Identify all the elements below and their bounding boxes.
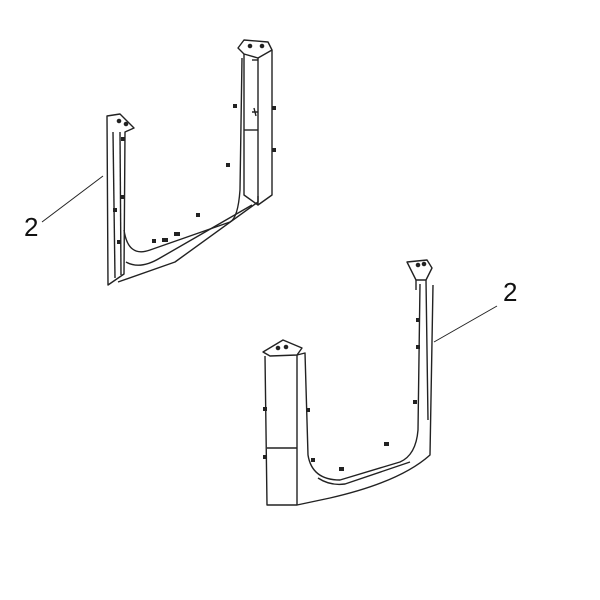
callout-upper-bracket: 2 [24, 212, 39, 242]
leader-line-lower [433, 305, 498, 343]
leader-line-upper [41, 175, 104, 223]
lower-bracket-drawing [262, 259, 434, 506]
callout-lower-bracket: 2 [503, 277, 518, 307]
upper-bracket-drawing [106, 39, 276, 286]
